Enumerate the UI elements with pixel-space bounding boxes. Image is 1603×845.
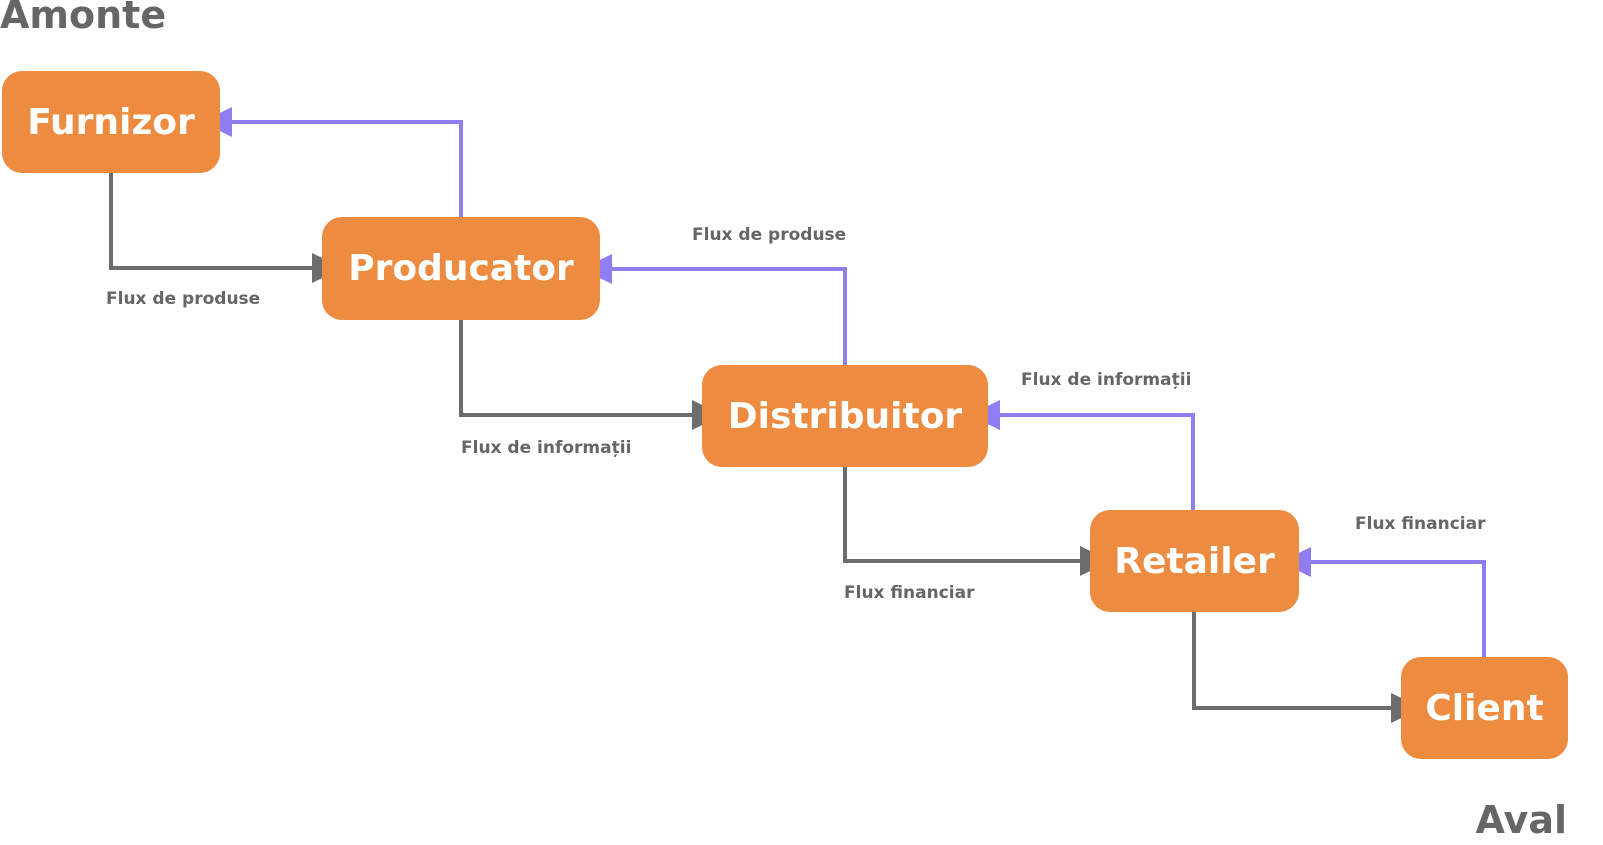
connector-retailer-to-distribuitor [990,413,1195,510]
connector-producator-to-furnizor [222,120,463,217]
connector-distribuitor-to-retailer [843,467,1088,563]
connector-producator-to-distribuitor [459,320,700,417]
connector-client-to-retailer [1301,560,1486,657]
upstream-label: Amonte [0,0,167,37]
flow-label-client-retailer: Flux financiar [1355,514,1486,534]
node-distribuitor: Distribuitor [702,365,988,467]
node-furnizor: Furnizor [2,71,220,173]
flow-label-retailer-distribuitor: Flux de informații [1021,370,1192,390]
flow-label-distribuitor-retailer: Flux financiar [844,583,975,603]
flow-label-furnizor-producator: Flux de produse [106,289,261,309]
connector-retailer-to-client [1192,612,1399,710]
node-client: Client [1401,657,1568,759]
connector-distribuitor-to-producator [602,267,847,365]
connector-furnizor-to-producator [109,173,320,270]
node-retailer: Retailer [1090,510,1299,612]
flow-label-producator-distribuitor: Flux de informații [461,438,632,458]
downstream-label: Aval [1475,798,1568,842]
node-producator: Producator [322,217,600,320]
flow-label-distribuitor-producator: Flux de produse [692,225,847,245]
